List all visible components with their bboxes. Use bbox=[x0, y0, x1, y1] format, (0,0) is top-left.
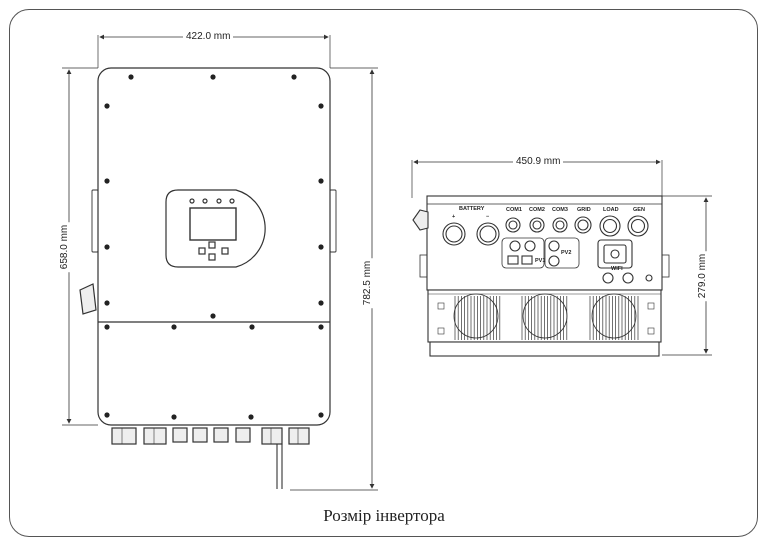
front-total-height-label: 782.5 mm bbox=[362, 257, 375, 309]
side-height-label: 279.0 mm bbox=[697, 250, 710, 302]
gen-label: GEN bbox=[633, 207, 645, 213]
battery-label: BATTERY bbox=[459, 206, 485, 212]
battery-plus-label: + bbox=[452, 214, 456, 220]
wifi-label: WIFI bbox=[611, 266, 623, 272]
front-body-height-label: 658.0 mm bbox=[59, 221, 72, 273]
com2-label: COM2 bbox=[529, 207, 545, 213]
grid-label: GRID bbox=[577, 207, 591, 213]
side-width-label: 450.9 mm bbox=[513, 156, 564, 168]
pv2-label: PV2 bbox=[561, 250, 572, 256]
pv1-label: PV1 bbox=[535, 258, 546, 264]
drawing-frame bbox=[9, 9, 758, 537]
front-view bbox=[62, 34, 378, 491]
front-view-screws bbox=[104, 74, 324, 420]
com3-label: COM3 bbox=[552, 207, 568, 213]
side-view bbox=[411, 159, 712, 357]
load-label: LOAD bbox=[603, 207, 619, 213]
drawing-caption: Розмір інвертора bbox=[323, 506, 445, 525]
front-width-label: 422.0 mm bbox=[183, 31, 234, 43]
heatsink-fins bbox=[454, 296, 639, 340]
com1-label: COM1 bbox=[506, 207, 522, 213]
battery-minus-label: − bbox=[486, 214, 490, 220]
